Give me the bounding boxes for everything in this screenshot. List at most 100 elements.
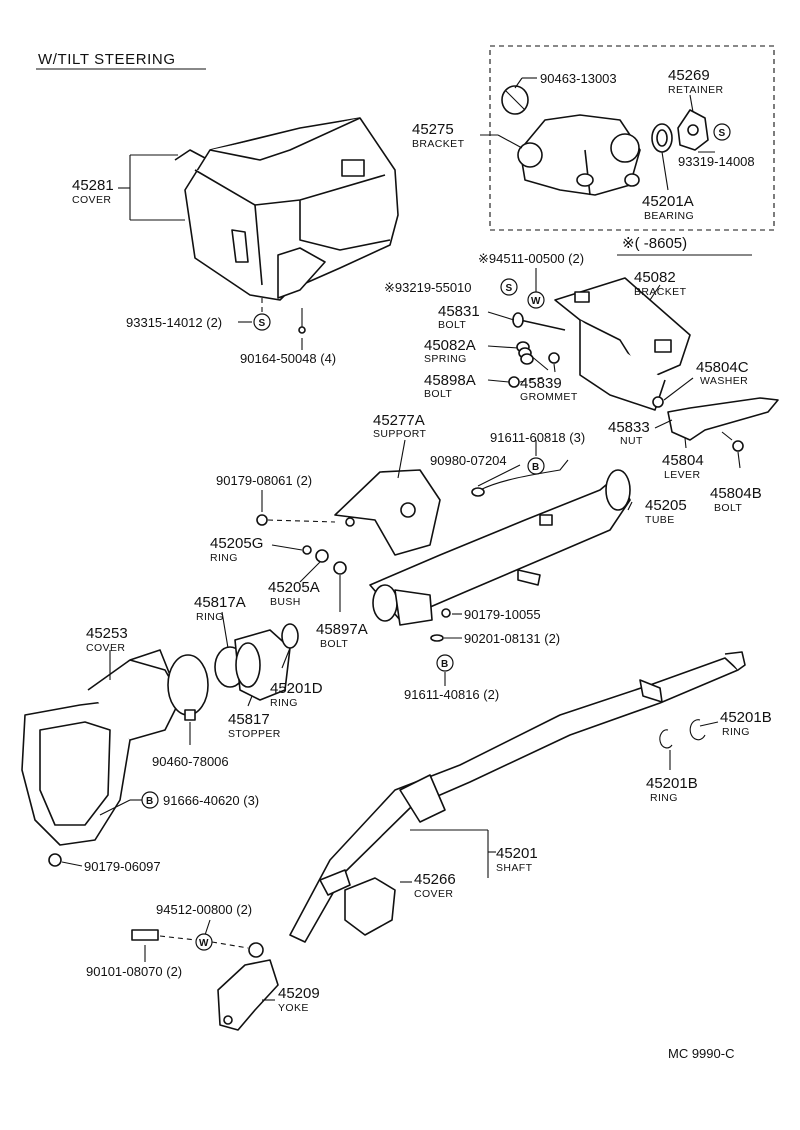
symbol-s-93315: S (253, 313, 271, 331)
upper-cover-part (174, 117, 399, 301)
label-45205-name: TUBE (645, 514, 675, 526)
label-45817: 45817 (228, 711, 270, 728)
spring-45082A (516, 341, 549, 371)
label-45082-name: BRACKET (634, 286, 687, 298)
label-45253: 45253 (86, 625, 128, 642)
label-45269: 45269 (668, 67, 710, 84)
label-91611-40816: 91611-40816 (2) (404, 687, 499, 702)
diagram-code: MC 9990-C (668, 1046, 734, 1061)
clip-90463 (501, 85, 529, 115)
symbol-b-91611-60818: B (527, 457, 545, 475)
symbol-s-93319: S (713, 123, 731, 141)
label-45281-name: COVER (72, 194, 111, 206)
svg-text:W: W (199, 938, 209, 949)
label-91611-60818: 91611-60818 (3) (490, 430, 585, 445)
svg-text:S: S (259, 318, 266, 329)
label-45898A: 45898A (424, 372, 476, 389)
label-45839: 45839 (520, 375, 562, 392)
svg-text:B: B (146, 796, 153, 807)
bolt-45831 (512, 312, 566, 331)
bolt-45804B (721, 431, 744, 452)
label-90201: 90201-08131 (2) (464, 631, 560, 646)
label-90179-06097: 90179-06097 (84, 859, 161, 874)
label-45201-name: SHAFT (496, 862, 533, 874)
label-45277A: 45277A (373, 412, 425, 429)
svg-text:B: B (441, 659, 448, 670)
label-90463: 90463-13003 (540, 71, 617, 86)
screw-90164 (298, 308, 306, 334)
label-45201B-upper: 45201B (720, 709, 772, 726)
lower-cover-45253 (21, 649, 183, 846)
wire-90980 (471, 459, 569, 497)
label-45804C: 45804C (696, 359, 749, 376)
clamp-90460 (167, 654, 209, 721)
washer-90201 (430, 634, 444, 642)
cover-45266 (344, 877, 396, 936)
tube-45205 (369, 469, 631, 626)
label-45897A-name: BOLT (320, 638, 348, 650)
label-45839-name: GROMMET (520, 391, 578, 403)
label-45082A-name: SPRING (424, 353, 467, 365)
bearing-45201A (651, 123, 673, 153)
svg-text:W: W (531, 296, 541, 307)
nut-90179-06097 (48, 853, 62, 867)
label-90179-08061: 90179-08061 (2) (216, 473, 312, 488)
ring-45201D (281, 623, 299, 649)
inset-bracket-part (517, 114, 641, 196)
symbol-b-91611-40816: B (436, 654, 454, 672)
ring-45201B-upper (689, 719, 706, 741)
label-45201B-lower: 45201B (646, 775, 698, 792)
label-45833-name: NUT (620, 435, 643, 447)
label-93319: 93319-14008 (678, 154, 755, 169)
label-90164: 90164-50048 (4) (240, 351, 336, 366)
label-45897A: 45897A (316, 621, 368, 638)
label-45281: 45281 (72, 177, 114, 194)
svg-text:S: S (506, 283, 513, 294)
label-90460: 90460-78006 (152, 754, 229, 769)
yoke-45209 (217, 942, 279, 1031)
label-45209-name: YOKE (278, 1002, 309, 1014)
symbol-w-94512: W (195, 933, 213, 951)
label-45201A-name: BEARING (644, 210, 694, 222)
label-94512: 94512-00800 (2) (156, 902, 252, 917)
label-45804: 45804 (662, 452, 704, 469)
label-45201A: 45201A (642, 193, 694, 210)
label-45804B-name: BOLT (714, 502, 742, 514)
grommet-45839 (548, 352, 560, 364)
label-45082: 45082 (634, 269, 676, 286)
label-93219: ※93219-55010 (384, 280, 472, 295)
label-94511: ※94511-00500 (2) (478, 251, 584, 266)
label-45817A: 45817A (194, 594, 246, 611)
label-45275: 45275 (412, 121, 454, 138)
label-45205G-name: RING (210, 552, 238, 564)
label-90980: 90980-07204 (430, 453, 507, 468)
nut-90179-10055 (441, 608, 451, 618)
label-45277A-name: SUPPORT (373, 428, 427, 440)
symbol-b-91666: B (141, 791, 159, 809)
retainer-45269 (677, 109, 709, 151)
leader-lines (61, 77, 741, 1001)
bush-45205A (315, 549, 329, 563)
label-45266: 45266 (414, 871, 456, 888)
label-45804B: 45804B (710, 485, 762, 502)
label-45201: 45201 (496, 845, 538, 862)
label-45817-name: STOPPER (228, 728, 281, 740)
ring-45201B-lower (659, 729, 673, 749)
label-45205A: 45205A (268, 579, 320, 596)
label-45082A: 45082A (424, 337, 476, 354)
support-45277A (334, 469, 441, 556)
label-45201D-name: RING (270, 697, 298, 709)
diagram-title: W/TILT STEERING (38, 51, 176, 68)
svg-text:S: S (719, 128, 726, 139)
label-45817A-name: RING (196, 611, 224, 623)
stopper-45817 (234, 629, 291, 701)
symbol-s-93219: S (500, 278, 518, 296)
symbol-w-94511: W (527, 291, 545, 309)
label-45201B-lower-name: RING (650, 792, 678, 804)
label-45201B-upper-name: RING (722, 726, 750, 738)
period-note: ※( -8605) (622, 235, 687, 252)
label-45269-name: RETAINER (668, 84, 724, 96)
bolt-45897A (333, 561, 347, 575)
